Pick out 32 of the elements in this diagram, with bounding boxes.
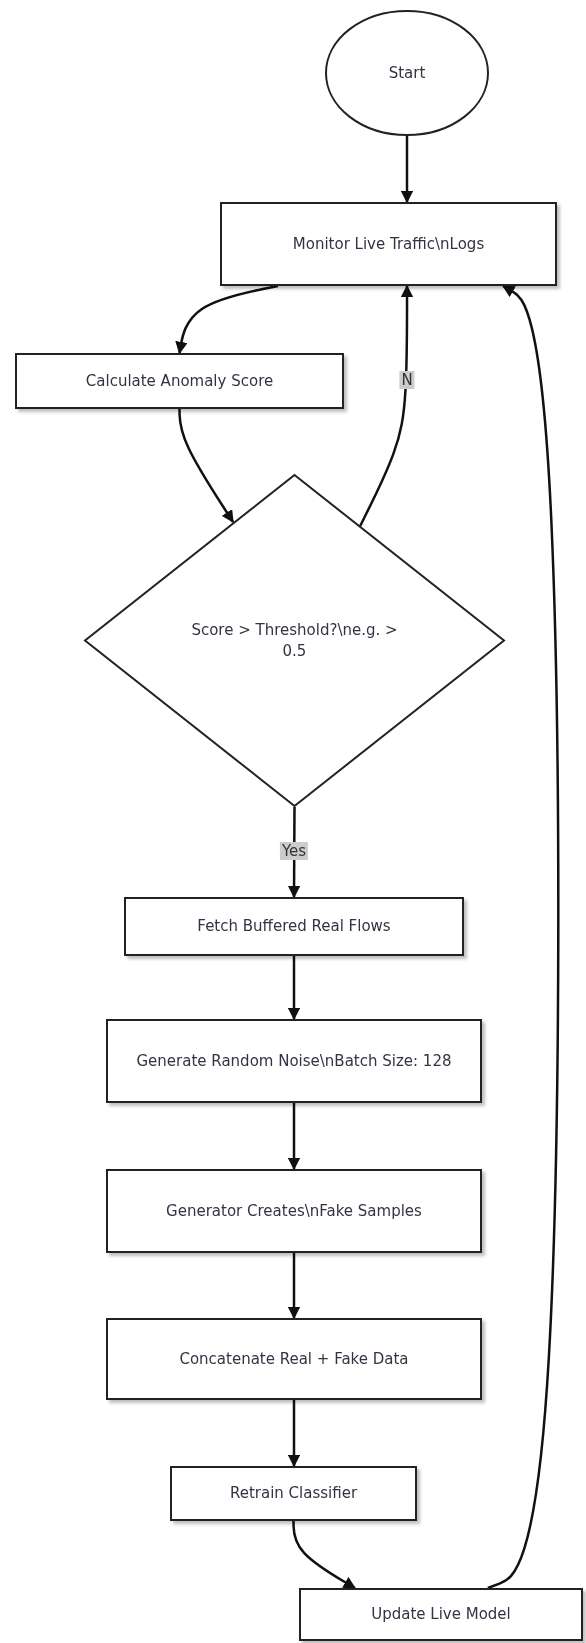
arrow (359, 284, 414, 527)
arrow (292, 1520, 356, 1590)
process-box (124, 897, 464, 956)
arrow (287, 1253, 301, 1320)
arrow (287, 956, 301, 1021)
edge-label: N (399, 371, 415, 389)
node-label: Retrain Classifier (228, 1483, 359, 1504)
node-label: Monitor Live Traffic\nLogs (291, 233, 486, 255)
node-label: Fetch Buffered Real Flows (196, 916, 392, 937)
arrow (400, 136, 414, 204)
arrow (287, 1103, 301, 1171)
arrow (487, 284, 560, 1590)
arrow (287, 1400, 301, 1468)
arrow (175, 284, 279, 355)
process-box (220, 202, 557, 286)
process-box (299, 1588, 583, 1641)
edge-label: Yes (279, 842, 309, 860)
process-box (106, 1318, 482, 1400)
node-label: Update Live Model (370, 1604, 512, 1625)
node-label: Score > Threshold?\ne.g. > 0.5 (190, 620, 399, 661)
node-label: Generate Random Noise\nBatch Size: 128 (135, 1050, 453, 1072)
arrow (178, 408, 235, 523)
decision-diamond (84, 474, 505, 807)
process-box (170, 1466, 417, 1521)
process-box (106, 1019, 482, 1103)
node-label: Generator Creates\nFake Samples (165, 1200, 423, 1222)
node-label: Calculate Anomaly Score (84, 370, 275, 392)
start-circle (325, 10, 489, 136)
process-box (15, 353, 344, 409)
node-label: Concatenate Real + Fake Data (178, 1348, 410, 1370)
node-label: Start (387, 62, 427, 84)
process-box (106, 1169, 482, 1253)
